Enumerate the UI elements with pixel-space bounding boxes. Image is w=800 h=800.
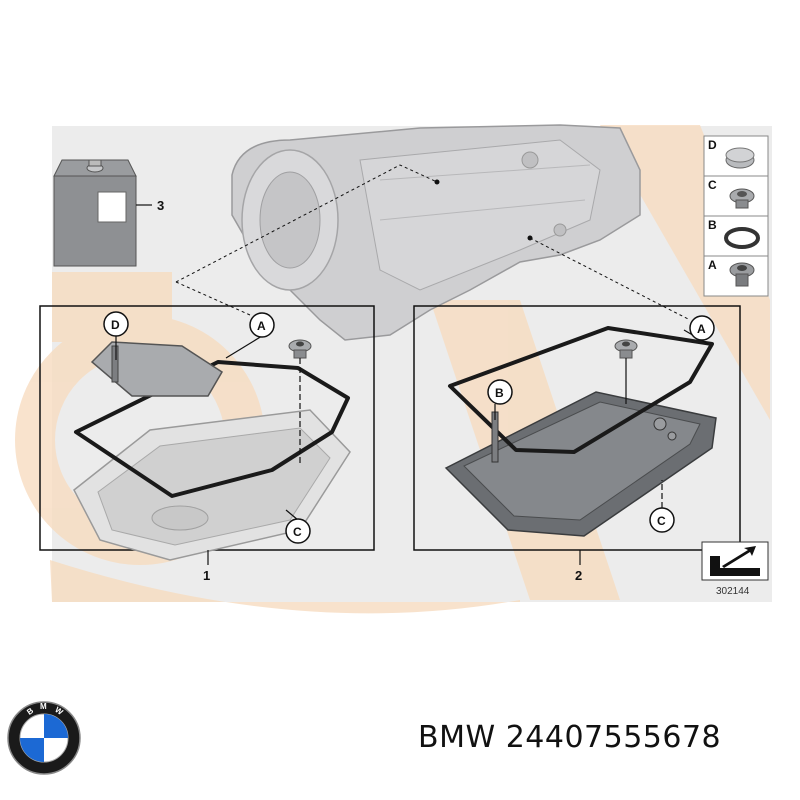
gasket-1 <box>74 360 350 498</box>
callout-bubble-c-kit1 <box>285 518 311 544</box>
callout-bubble-a-kit2 <box>689 315 715 341</box>
diagram-number: 302144 <box>716 586 750 597</box>
bmw-logo: B M W <box>7 701 81 775</box>
frame-kit-2 <box>413 305 741 551</box>
callout-label-c-kit2: C <box>657 514 666 528</box>
part-number: 24407555678 <box>505 720 722 755</box>
svg-text:B: B <box>25 706 35 717</box>
callout-bubble-a-kit1 <box>249 312 275 338</box>
svg-text:M: M <box>40 702 47 711</box>
transmission-housing <box>231 124 641 341</box>
callout-label-b: B <box>495 386 504 400</box>
part-number-caption: BMW 24407555678 <box>418 720 798 760</box>
arrow-symbol-icon <box>701 541 769 581</box>
panel-label-d: D <box>708 138 717 152</box>
callout-bubble-c-kit2 <box>649 507 675 533</box>
panel-label-a: A <box>708 258 717 272</box>
oil-pan-dark <box>444 391 717 537</box>
brand-name: BMW <box>418 720 496 755</box>
part-label-3: 3 <box>157 198 164 213</box>
oil-filter <box>90 341 224 397</box>
leader-lines-dashed <box>175 164 691 321</box>
callout-bubble-d <box>103 311 129 337</box>
drain-plug-1 <box>288 339 312 359</box>
small-parts-panel <box>703 135 769 297</box>
callout-label-a-kit2: A <box>697 322 706 336</box>
gasket-2 <box>448 326 714 454</box>
part-label-1: 1 <box>203 568 210 583</box>
leader-lines-kit-2 <box>494 329 709 565</box>
callout-label-d: D <box>111 318 120 332</box>
part-label-2: 2 <box>575 568 582 583</box>
panel-label-c: C <box>708 178 717 192</box>
leader-lines-kit-1 <box>115 335 301 565</box>
panel-label-b: B <box>708 218 717 232</box>
drain-plug-2 <box>491 339 638 463</box>
callout-label-c-kit1: C <box>293 525 302 539</box>
callout-label-a-kit1: A <box>257 319 266 333</box>
oil-can <box>53 159 137 267</box>
callout-bubble-b <box>487 379 513 405</box>
svg-text:W: W <box>53 705 65 717</box>
